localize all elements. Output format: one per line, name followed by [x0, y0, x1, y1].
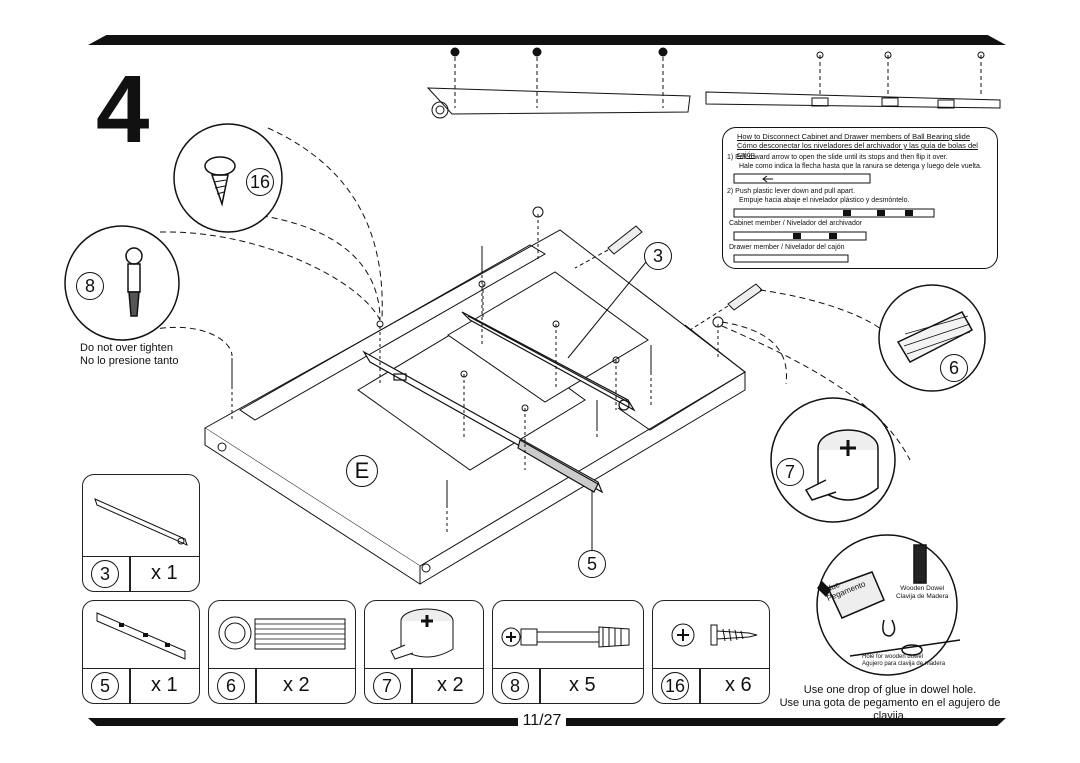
magnifier-7 [770, 397, 896, 523]
cam-lock-icon [390, 608, 454, 660]
disconnect-title-es: Cómo desconectar los niveladores del arc… [737, 141, 978, 159]
screw-icon [671, 623, 758, 647]
footer-bar-right [566, 718, 1006, 726]
part-qty-8: x 5 [569, 674, 596, 696]
glue-instruction-en: Use one drop of glue in dowel hole. [803, 684, 977, 696]
callout-16: 16 [246, 168, 274, 196]
cabinet-member-icon [733, 231, 867, 241]
disconnect-instructions-box: How to Disconnect Cabinet and Drawer mem… [722, 127, 998, 269]
dowel-hole-en: Hole for wooden dowel [862, 654, 924, 660]
part-number-7: 7 [373, 672, 401, 700]
header-bar [88, 35, 1006, 45]
magnifier-8 [64, 225, 180, 341]
glue-instruction: Use one drop of glue in dowel hole. Use … [772, 684, 1008, 723]
part-row-6: 6 x 2 [209, 668, 355, 703]
magnifier-glue [816, 534, 961, 676]
part-row-7: 7 x 2 [365, 668, 483, 703]
drawer-member-icon [733, 254, 849, 263]
part-card-7: 7 x 2 [364, 600, 484, 704]
rail-reference-left [426, 47, 691, 119]
drawer-member-label: Drawer member / Nivelador del cajón [729, 244, 845, 251]
disconnect-step1-es: Hale como indica la flecha hasta que la … [739, 162, 982, 170]
disconnect-title: How to Disconnect Cabinet and Drawer mem… [737, 132, 997, 159]
dowel-label-en: Wooden Dowel [900, 585, 945, 592]
part-separator [255, 669, 257, 703]
part-separator [129, 557, 131, 591]
part-row-8: 8 x 5 [493, 668, 643, 703]
part-qty-6: x 2 [283, 674, 310, 696]
dowel-hole-es: Agujero para clavija de madera [862, 661, 946, 667]
tighten-note-en: Do not over tighten [80, 342, 173, 354]
disconnect-step2: 2) Push plastic lever down and pull apar… [727, 188, 909, 205]
fastener-positions [231, 206, 724, 532]
glue-instruction-es: Use una gota de pegamento en el agujero … [779, 697, 1001, 722]
part-number-3: 3 [91, 560, 119, 588]
dowel-positions [574, 225, 763, 331]
cabinet-member-label: Cabinet member / Nivelador del archivado… [729, 220, 863, 227]
dowel-label-es: Clavija de Madera [896, 593, 949, 600]
callout-leaders [567, 261, 647, 550]
tighten-note-es: No lo presione tanto [80, 355, 179, 367]
part-card-3: 3 x 1 [82, 474, 200, 592]
page-number: 11/27 [522, 712, 562, 729]
part-separator [129, 669, 131, 703]
slide-5-icon [96, 612, 186, 660]
part-qty-16: x 6 [725, 674, 752, 696]
slide-3 [461, 311, 636, 412]
slide-5 [362, 350, 604, 494]
disconnect-step2-es: Empuje hacia abaje el nivelador plástico… [739, 196, 910, 204]
slide-step2-icon [733, 208, 935, 218]
slide-3-icon [94, 498, 188, 546]
tighten-note: Do not over tighten No lo presione tanto [80, 342, 178, 368]
dowel-label: Wooden Dowel Clavija de Madera [896, 585, 948, 601]
panel-e [204, 229, 746, 585]
part-qty-7: x 2 [437, 674, 464, 696]
part-number-8: 8 [501, 672, 529, 700]
callout-3: 3 [644, 242, 672, 270]
part-qty-3: x 1 [151, 562, 178, 584]
dowel-icon [218, 616, 346, 650]
part-number-16: 16 [661, 672, 689, 700]
dowel-hole-label: Hole for wooden dowel Agujero para clavi… [862, 654, 945, 668]
disconnect-step2-en: 2) Push plastic lever down and pull apar… [727, 188, 856, 195]
part-number-5: 5 [91, 672, 119, 700]
part-card-8: 8 x 5 [492, 600, 644, 704]
callout-7: 7 [776, 458, 804, 486]
magnifier-6 [878, 284, 986, 392]
part-card-6: 6 x 2 [208, 600, 356, 704]
callout-5: 5 [578, 550, 606, 578]
footer-bar-left [88, 718, 518, 726]
cam-bolt-icon [501, 626, 630, 648]
rail-reference-right [705, 51, 1001, 109]
disconnect-title-en: How to Disconnect Cabinet and Drawer mem… [737, 132, 971, 141]
part-row-16: 16 x 6 [653, 668, 769, 703]
callout-8: 8 [76, 272, 104, 300]
part-number-6: 6 [217, 672, 245, 700]
slide-step1-icon [733, 173, 871, 184]
part-row-5: 5 x 1 [83, 668, 199, 703]
step-number: 4 [96, 56, 150, 163]
disconnect-step1-en: 1) Pull toward arrow to open the slide u… [727, 154, 948, 161]
part-separator [699, 669, 701, 703]
part-row-3: 3 x 1 [83, 556, 199, 591]
part-separator [411, 669, 413, 703]
callout-6: 6 [940, 354, 968, 382]
disconnect-step1: 1) Pull toward arrow to open the slide u… [727, 154, 982, 171]
part-separator [539, 669, 541, 703]
part-card-16: 16 x 6 [652, 600, 770, 704]
magnifier-16 [173, 123, 283, 233]
part-qty-5: x 1 [151, 674, 178, 696]
panel-label-e: E [346, 455, 378, 487]
part-card-5: 5 x 1 [82, 600, 200, 704]
